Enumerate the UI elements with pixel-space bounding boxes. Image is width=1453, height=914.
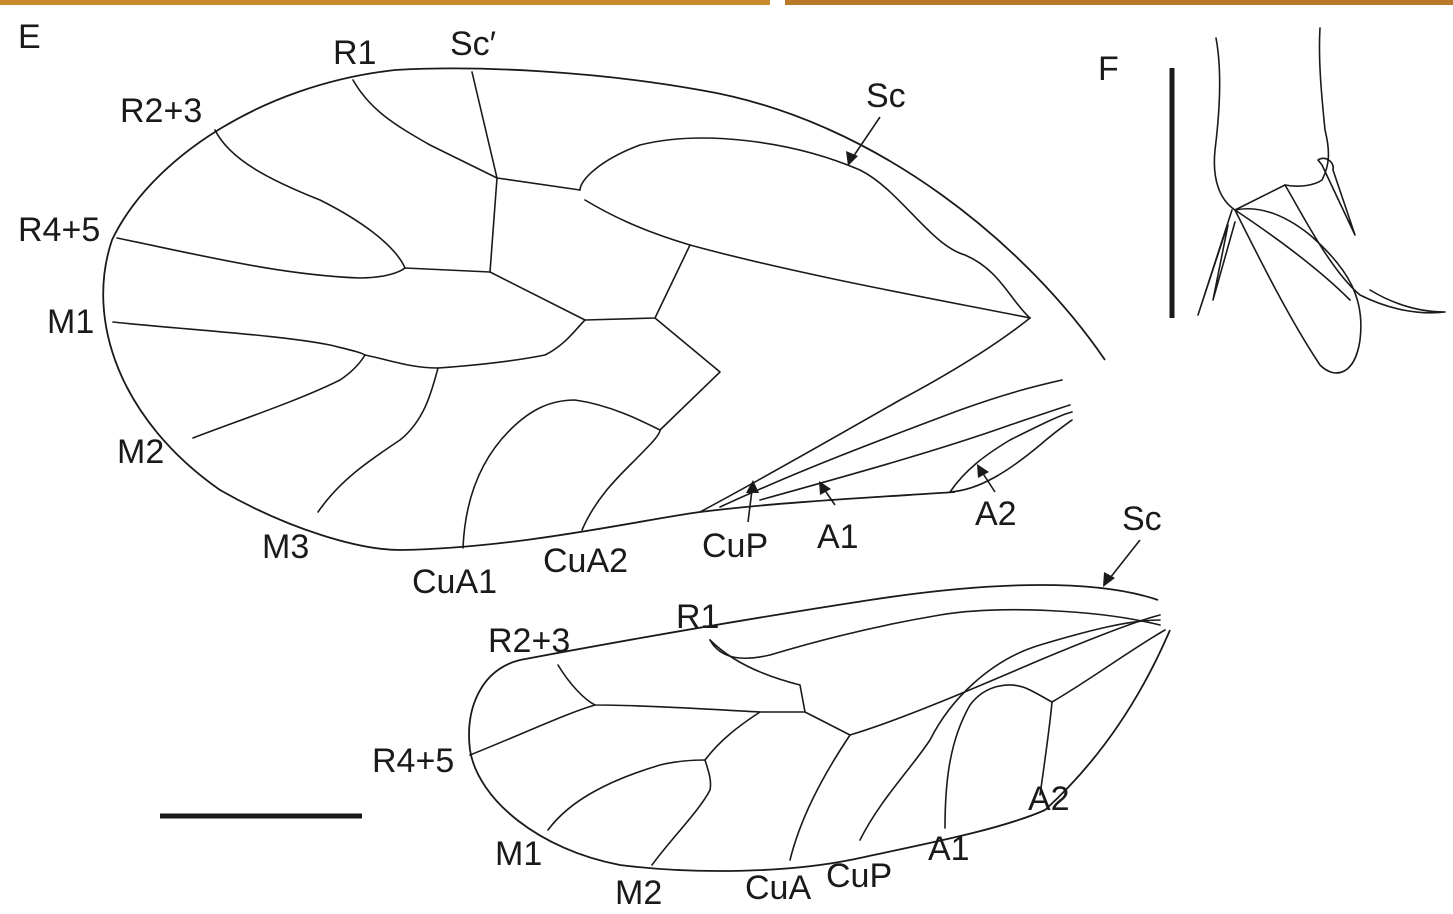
- panel-f-drawing: [1198, 28, 1445, 373]
- forewing-crossvein-rm: [490, 245, 690, 320]
- forewing-label-r1: R1: [333, 34, 376, 72]
- forewing-label-r45: R4+5: [18, 211, 100, 249]
- hindwing-vein-m2: [652, 760, 711, 865]
- forewing-vein-r-stem: [585, 200, 1030, 318]
- forewing-vein-m3: [318, 368, 438, 512]
- forewing-vein-a1: [720, 380, 1062, 507]
- hindwing-vein-r45: [470, 705, 595, 755]
- hindwing-label-sc: Sc: [1122, 500, 1162, 538]
- forewing-vein-r45: [117, 238, 490, 278]
- top-photo-strip-left: [0, 0, 770, 5]
- hindwing-vein-m-stem: [705, 712, 760, 760]
- forewing-outline: [103, 68, 1105, 550]
- arrow-sc: [853, 117, 880, 157]
- arrow-a1-head: [819, 481, 831, 495]
- forewing-arrows: [746, 117, 995, 522]
- forewing-vein-cup: [700, 318, 1030, 512]
- hindwing-label-r23: R2+3: [488, 622, 570, 660]
- panel-f-spur: [1318, 158, 1355, 235]
- forewing-vein-r1: [353, 80, 580, 190]
- forewing-label-cua1: CuA1: [412, 563, 497, 601]
- hindwing-label-cup: CuP: [826, 857, 892, 895]
- hindwing-vein-r: [710, 615, 1160, 735]
- forewing-label-sc-prime: Sc′: [450, 25, 496, 63]
- arrow-hindwing-sc: [1110, 540, 1140, 578]
- hindwing-label-cua: CuA: [745, 869, 811, 907]
- forewing-label-a2: A2: [975, 495, 1017, 533]
- panel-f-appendage: [1285, 185, 1445, 313]
- arrow-a2-head: [977, 464, 989, 478]
- hindwing-drawing: [469, 585, 1170, 871]
- forewing-label-cup: CuP: [702, 527, 768, 565]
- panel-f-lobe: [1235, 209, 1361, 373]
- hindwing-vein-m1: [548, 760, 705, 830]
- forewing-label-m3: M3: [262, 528, 309, 566]
- hindwing-label-r45: R4+5: [372, 742, 454, 780]
- panel-f-spine-1: [1198, 210, 1232, 315]
- panel-f-left-edge: [1214, 38, 1235, 210]
- forewing-crossvein-mcu: [655, 318, 720, 430]
- hindwing-label-a1: A1: [928, 830, 970, 868]
- forewing-vein-sc: [580, 138, 1030, 318]
- forewing-label-r23: R2+3: [120, 92, 202, 130]
- forewing-vein-a3: [950, 420, 1072, 492]
- hindwing-label-a2: A2: [1028, 780, 1070, 818]
- hindwing-vein-cua: [790, 735, 850, 860]
- forewing-label-cua2: CuA2: [543, 542, 628, 580]
- forewing-vein-m-stem: [365, 320, 585, 368]
- top-photo-strip-right: [785, 0, 1453, 5]
- hindwing-vein-a2: [1040, 630, 1165, 795]
- forewing-label-m1: M1: [47, 303, 94, 341]
- forewing-drawing: [103, 68, 1105, 550]
- forewing-label-a1: A1: [817, 518, 859, 556]
- hindwing-label-m2: M2: [615, 874, 662, 912]
- panel-letter-f: F: [1098, 50, 1119, 88]
- hindwing-label-r1: R1: [676, 598, 719, 636]
- panel-f-right-edge: [1235, 28, 1328, 210]
- forewing-vein-r23: [215, 130, 405, 268]
- forewing-vein-cua2: [582, 430, 660, 530]
- forewing-vein-m1: [113, 322, 365, 355]
- hindwing-label-m1: M1: [495, 835, 542, 873]
- forewing-vein-m2: [193, 355, 365, 438]
- hindwing-outline: [469, 585, 1170, 871]
- forewing-label-m2: M2: [117, 433, 164, 471]
- panel-letter-e: E: [18, 18, 41, 56]
- forewing-vein-cua1: [463, 400, 660, 548]
- forewing-label-sc: Sc: [866, 77, 906, 115]
- hindwing-vein-sc: [710, 610, 1160, 658]
